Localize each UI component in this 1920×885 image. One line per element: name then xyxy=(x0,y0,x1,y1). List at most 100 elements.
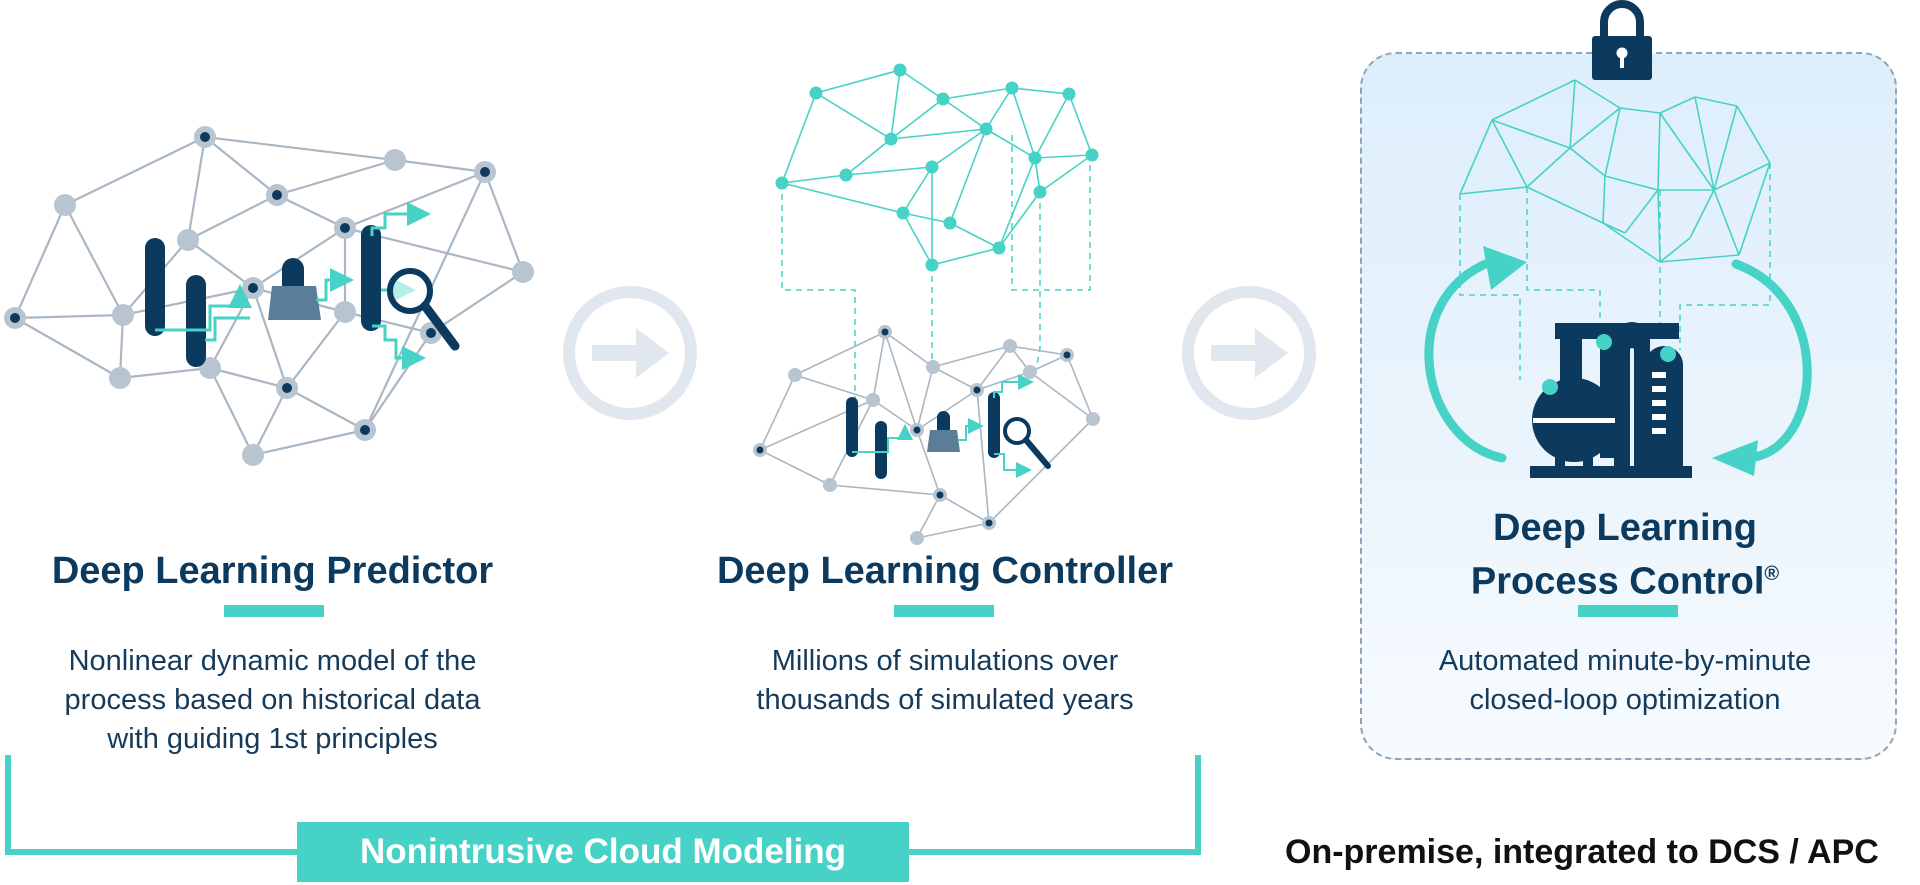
network-edge xyxy=(252,387,288,456)
network-edge xyxy=(1604,175,1659,191)
network-node-core xyxy=(913,426,921,434)
network-node xyxy=(112,304,134,326)
process-control-neural-network xyxy=(1459,79,1771,263)
network-node xyxy=(992,241,1006,255)
network-node xyxy=(1003,339,1017,353)
distillation-column-icon xyxy=(361,225,381,331)
network-node-core xyxy=(881,328,889,336)
network-node xyxy=(242,444,264,466)
network-edge xyxy=(931,247,1000,266)
network-edge xyxy=(890,69,901,140)
network-node-core xyxy=(340,223,350,233)
network-edge xyxy=(1713,105,1738,191)
network-edge xyxy=(1619,107,1661,114)
network-edge xyxy=(1694,96,1738,107)
network-edge xyxy=(890,128,987,140)
network-edge xyxy=(872,331,886,401)
network-node xyxy=(1062,87,1076,101)
network-edge xyxy=(939,494,990,524)
network-edge xyxy=(186,136,207,241)
network-node xyxy=(926,360,940,374)
dashed-link xyxy=(1035,192,1041,371)
process-plant-icon xyxy=(1530,322,1692,478)
description-line: Automated minute-by-minute xyxy=(1438,645,1812,677)
network-node xyxy=(866,393,880,407)
network-edge xyxy=(942,98,987,130)
network-node xyxy=(788,368,802,382)
cloud-modeling-bracket xyxy=(5,755,1201,855)
network-edge xyxy=(286,387,366,431)
network-edge xyxy=(1569,147,1606,177)
network-edge xyxy=(759,449,831,486)
network-edge xyxy=(1574,79,1621,109)
network-edge xyxy=(916,494,941,539)
distillation-column-icon xyxy=(988,392,1000,458)
network-edge xyxy=(1039,154,1093,193)
network-edge xyxy=(1736,105,1771,164)
description-line: Millions of simulations over xyxy=(771,645,1119,677)
network-edge xyxy=(1569,107,1621,149)
network-node xyxy=(1028,151,1042,165)
network-edge xyxy=(204,136,278,196)
network-edge xyxy=(1659,237,1691,263)
network-node xyxy=(1085,148,1099,162)
network-edge xyxy=(1659,96,1696,114)
network-node xyxy=(109,367,131,389)
network-node xyxy=(910,531,924,545)
network-edge xyxy=(781,92,817,184)
title-text: Process Control xyxy=(1470,560,1765,603)
network-edge xyxy=(13,204,67,319)
registered-mark: ® xyxy=(1764,563,1780,585)
network-edge xyxy=(187,194,278,241)
network-node-core xyxy=(480,167,490,177)
dashed-link xyxy=(1011,135,1091,291)
network-edge xyxy=(1011,87,1036,159)
network-edge xyxy=(916,522,990,539)
network-edge xyxy=(794,374,874,401)
network-edge xyxy=(14,317,121,379)
network-edge xyxy=(916,429,941,496)
network-edge xyxy=(932,345,1011,368)
process-control-description: Automated minute-by-minute closed-loop o… xyxy=(1395,642,1855,720)
network-node xyxy=(1086,412,1100,426)
description-line: with guiding 1st principles xyxy=(107,723,438,755)
network-node-core xyxy=(756,446,764,454)
network-node-core xyxy=(10,313,20,323)
tank-base-icon xyxy=(268,286,321,320)
network-node-core xyxy=(282,383,292,393)
network-edge xyxy=(845,166,933,176)
network-edge xyxy=(899,69,944,100)
title-line: Deep Learning xyxy=(1493,507,1757,549)
network-edge xyxy=(64,204,124,316)
network-node-core xyxy=(1063,351,1071,359)
network-edge xyxy=(1713,162,1771,191)
network-node xyxy=(54,194,76,216)
predictor-equipment xyxy=(145,202,460,370)
network-node xyxy=(925,160,939,174)
predictor-underline xyxy=(224,605,324,617)
controller-description: Millions of simulations over thousands o… xyxy=(700,642,1190,720)
distillation-column-icon xyxy=(186,275,206,367)
network-edge xyxy=(1713,189,1740,256)
network-edge xyxy=(916,366,934,431)
network-edge xyxy=(998,191,1041,249)
network-node xyxy=(199,357,221,379)
network-edge xyxy=(187,239,254,289)
network-edge xyxy=(1526,147,1571,188)
network-edge xyxy=(931,128,987,168)
network-edge xyxy=(276,194,346,229)
on-premise-label: On-premise, integrated to DCS / APC xyxy=(1285,833,1879,871)
network-edge xyxy=(759,374,796,451)
network-edge xyxy=(949,128,987,224)
distillation-column-icon xyxy=(846,397,858,457)
process-control-title: Deep Learning Process Control® xyxy=(1395,505,1855,605)
network-edge xyxy=(932,366,978,391)
network-edge xyxy=(209,367,254,456)
network-edge xyxy=(1029,371,1094,420)
network-edge xyxy=(276,158,396,197)
network-edge xyxy=(781,182,904,214)
network-edge xyxy=(815,69,901,94)
network-edge xyxy=(916,389,978,431)
network-edge xyxy=(902,212,933,266)
network-edge xyxy=(1604,107,1621,177)
